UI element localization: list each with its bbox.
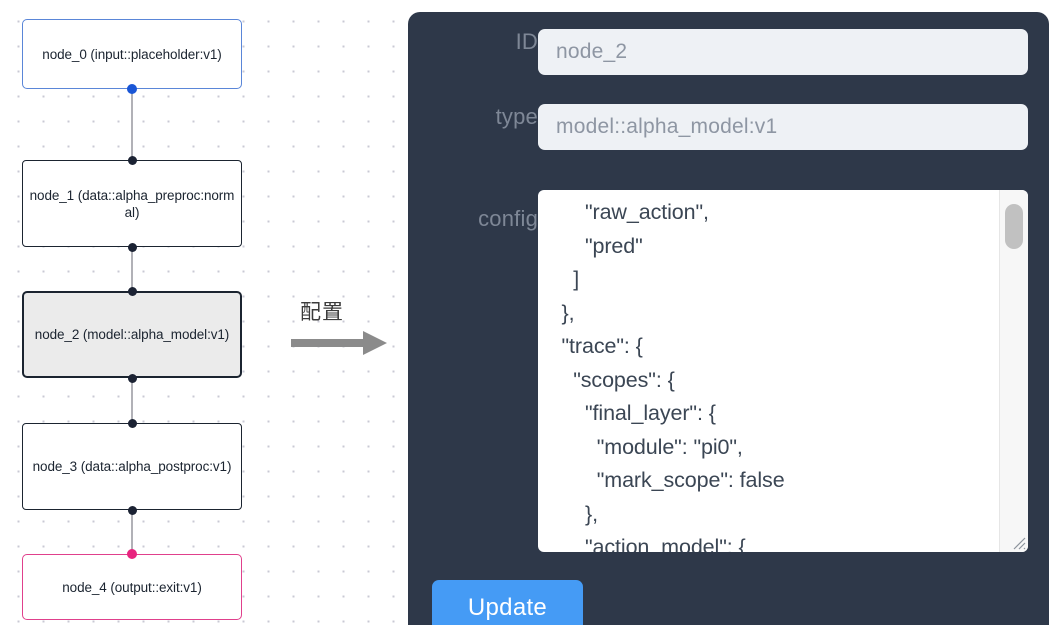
field-label-type: type — [495, 104, 538, 129]
graph-node-node_2[interactable]: node_2 (model::alpha_model:v1) — [22, 291, 242, 378]
resize-grip-icon[interactable] — [1010, 534, 1026, 550]
config-scrollbar-thumb[interactable] — [1005, 204, 1023, 249]
graph-node-node_0[interactable]: node_0 (input::placeholder:v1) — [22, 19, 242, 89]
edge-node1-node2 — [131, 247, 133, 291]
graph-node-node_1[interactable]: node_1 (data::alpha_preproc:normal) — [22, 160, 242, 247]
edge-node3-node4 — [131, 510, 133, 554]
field-label-config: config — [478, 206, 538, 231]
node-handle-node_1-target[interactable] — [127, 155, 137, 165]
node-label-node_0: node_0 (input::placeholder:v1) — [42, 46, 222, 62]
annotation-label: 配置 — [300, 300, 344, 324]
node-label-node_2: node_2 (model::alpha_model:v1) — [34, 327, 230, 342]
node-handle-node_0-source[interactable] — [127, 84, 137, 94]
node-handle-node_3-target[interactable] — [127, 418, 137, 428]
graph-node-node_4[interactable]: node_4 (output::exit:v1) — [22, 554, 242, 620]
node-label-node_1: node_1 (data::alpha_preproc:normal) — [29, 187, 235, 220]
update-button[interactable]: Update — [432, 580, 583, 625]
node-handle-node_4-target[interactable] — [127, 549, 137, 559]
type-input[interactable] — [538, 104, 1028, 150]
config-textarea[interactable]: "raw_action", "pred" ] }, "trace": { "sc… — [561, 200, 785, 552]
node-config-panel: ID type config "raw_action", "pred" ] },… — [408, 12, 1049, 625]
id-input[interactable] — [538, 29, 1028, 75]
graph-node-node_3[interactable]: node_3 (data::alpha_postproc:v1) — [22, 423, 242, 510]
right-arrow-icon — [291, 331, 387, 355]
node-handle-node_2-target[interactable] — [127, 286, 137, 296]
node-label-node_3: node_3 (data::alpha_postproc:v1) — [32, 459, 232, 474]
node-handle-node_3-source[interactable] — [127, 505, 137, 515]
node-handle-node_1-source[interactable] — [127, 242, 137, 252]
config-scrollbar[interactable] — [999, 190, 1028, 552]
edge-node2-node3 — [131, 378, 133, 423]
node-handle-node_2-source[interactable] — [127, 373, 137, 383]
node-label-node_4: node_4 (output::exit:v1) — [62, 579, 202, 595]
field-row-id: ID — [432, 29, 1028, 75]
field-row-type: type — [432, 104, 1028, 150]
edge-node0-node1 — [131, 89, 133, 160]
config-textarea-wrapper[interactable]: "raw_action", "pred" ] }, "trace": { "sc… — [538, 190, 1028, 552]
field-label-id: ID — [515, 29, 538, 54]
annotation-group: 配置 — [291, 296, 401, 362]
field-row-config: config "raw_action", "pred" ] }, "trace"… — [432, 190, 1028, 552]
